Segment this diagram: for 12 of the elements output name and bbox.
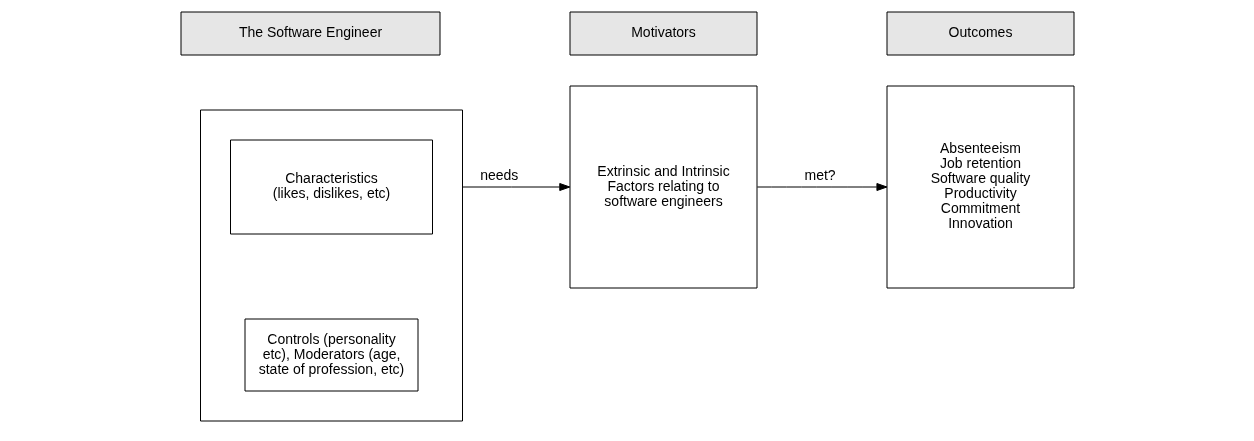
- cluster: [199, 109, 463, 422]
- node-box: The Software Engineer: [180, 11, 440, 56]
- edge-label: met?: [803, 167, 836, 184]
- node-box: Outcomes: [886, 11, 1074, 56]
- arrow: [756, 183, 887, 191]
- node-box: Controls (personality etc), Moderators (age, state of profession, etc): [244, 318, 418, 392]
- arrow: [461, 183, 570, 191]
- node-box: Motivators: [569, 11, 757, 56]
- node-box: Extrinsic and Intrinsic Factors relating to software engineers: [569, 85, 757, 289]
- node-box: Characteristics (likes, dislikes, etc): [229, 139, 433, 235]
- edge-label: needs: [479, 167, 518, 184]
- node-box: Absenteeism Job retention Software quality Productivity Commitment Innovation: [886, 85, 1074, 289]
